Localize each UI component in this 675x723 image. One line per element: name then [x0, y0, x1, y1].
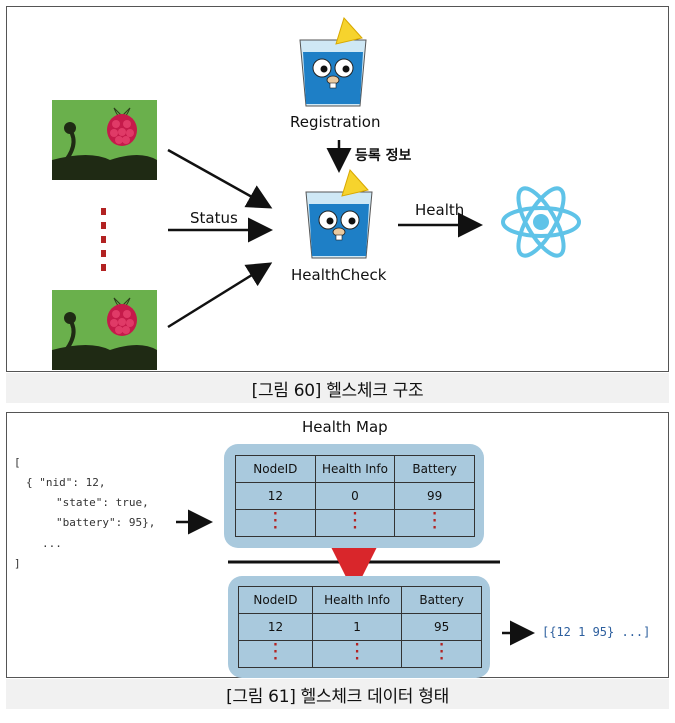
raspberry-pi-icon-top [52, 100, 157, 180]
vertical-ellipsis-icon: ··· [354, 638, 360, 667]
table-header-row: NodeID Health Info Battery [238, 586, 482, 614]
react-icon [501, 186, 581, 258]
vertical-ellipsis-icon: ··· [273, 638, 278, 667]
figure-61-caption: [그림 61] 헬스체크 데이터 형태 [226, 687, 449, 707]
cell-health-info: 0 [314, 482, 396, 510]
json-line: "battery": 95}, [56, 516, 156, 529]
cell-nodeid: 12 [235, 482, 316, 510]
caption-61-background [6, 679, 669, 709]
json-line: ... [42, 537, 62, 550]
table-header-row: NodeID Health Info Battery [235, 455, 475, 483]
vertical-ellipsis-icon: ··· [272, 507, 278, 536]
more-nodes-dots [101, 208, 106, 271]
header-nodeid: NodeID [238, 586, 313, 614]
figure-60-caption: [그림 60] 헬스체크 구조 [251, 381, 424, 401]
table-row: 12 1 95 [238, 613, 482, 641]
table-row-ellipsis: ··· ··· ··· [235, 507, 475, 537]
vertical-ellipsis-icon: ··· [432, 507, 438, 536]
json-line: { "nid": 12, [26, 476, 106, 489]
registration-label: Registration [290, 113, 381, 131]
header-nodeid: NodeID [235, 455, 316, 483]
gopher-glass-icon-registration [299, 17, 367, 107]
header-battery: Battery [394, 455, 475, 483]
json-line: [ [14, 456, 21, 469]
health-map-table-after: NodeID Health Info Battery 12 1 95 ··· ·… [238, 586, 482, 668]
json-line: ] [14, 557, 21, 570]
cell-battery: 99 [394, 482, 475, 510]
health-map-title: Health Map [302, 418, 388, 436]
header-health-info: Health Info [314, 455, 396, 483]
header-battery: Battery [401, 586, 482, 614]
cell-battery: 95 [401, 613, 482, 641]
health-map-table-before: NodeID Health Info Battery 12 0 99 ··· ·… [235, 455, 475, 537]
healthcheck-label: HealthCheck [291, 266, 387, 284]
vertical-ellipsis-icon: ··· [439, 638, 445, 667]
json-line: "state": true, [56, 496, 149, 509]
vertical-ellipsis-icon: ··· [352, 507, 358, 536]
raspberry-pi-icon-bottom [52, 290, 157, 370]
table-row: 12 0 99 [235, 482, 475, 510]
registration-info-label: 등록 정보 [355, 148, 412, 164]
table-row-ellipsis: ··· ··· ··· [238, 638, 482, 668]
status-label: Status [190, 209, 238, 227]
cell-nodeid: 12 [238, 613, 313, 641]
caption-60-background [6, 373, 669, 403]
output-array: [{12 1 95} ...] [542, 625, 651, 639]
figure-60-drawing [52, 17, 581, 370]
gopher-glass-icon-healthcheck [305, 169, 373, 259]
arrow-pi-bottom [167, 262, 273, 329]
health-label: Health [415, 201, 465, 219]
cell-health-info: 1 [311, 613, 403, 641]
header-health-info: Health Info [311, 586, 403, 614]
arrow-pi-top [167, 148, 273, 209]
